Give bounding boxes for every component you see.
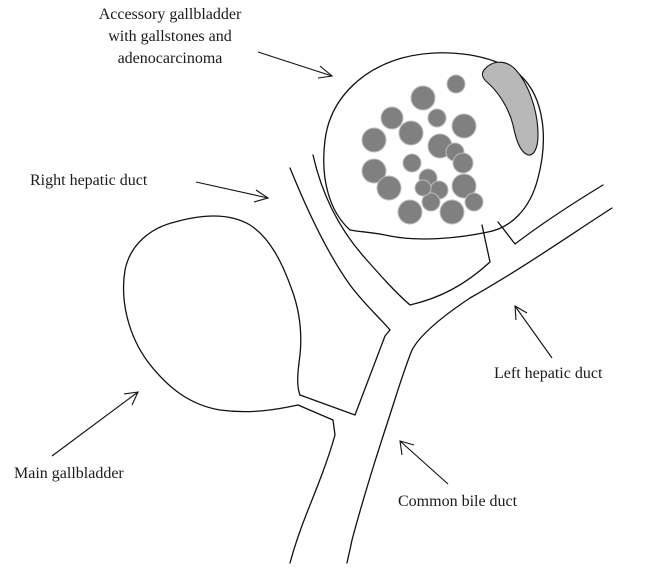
gallstone xyxy=(428,109,446,127)
right-hepatic-duct-arrow xyxy=(196,182,268,198)
gallstone xyxy=(381,107,403,129)
accessory-gallbladder-label-line-2: with gallstones and xyxy=(60,26,280,48)
main-gallbladder-label: Main gallbladder xyxy=(14,463,124,485)
gallstone xyxy=(465,193,483,211)
right-hepatic-duct-label: Right hepatic duct xyxy=(30,170,147,192)
accessory-gallbladder-label-line-3: adenocarcinoma xyxy=(60,48,280,70)
common-bile-duct-arrow xyxy=(400,441,448,484)
common-bile-duct-left-wall xyxy=(300,330,390,415)
gallstone xyxy=(411,86,435,110)
gallstone xyxy=(453,153,473,173)
arrows-group xyxy=(52,52,552,484)
gallstone xyxy=(377,176,401,200)
left-hepatic-duct-label: Left hepatic duct xyxy=(494,363,602,385)
main-cystic-duct-lower-wall xyxy=(290,405,335,563)
gallstone xyxy=(440,200,464,224)
left-hepatic-duct-lower-wall xyxy=(412,208,612,350)
accessory-gallbladder-label: Accessory gallbladder with gallstones an… xyxy=(60,4,280,70)
gallstone xyxy=(362,128,386,152)
left-hepatic-duct-arrow xyxy=(515,306,552,358)
accessory-duct-right-wall xyxy=(498,185,603,244)
right-hepatic-duct-outer-wall xyxy=(290,168,390,330)
gallstone xyxy=(399,121,423,145)
gallstones-group xyxy=(362,75,483,224)
common-bile-duct-right-wall xyxy=(347,350,412,563)
main-gallbladder-arrow xyxy=(52,392,138,456)
common-bile-duct-label: Common bile duct xyxy=(398,491,517,513)
adenocarcinoma-mass xyxy=(482,62,538,155)
gallstone xyxy=(452,114,476,138)
main-gallbladder-outline xyxy=(124,216,301,412)
gallstone xyxy=(398,200,422,224)
accessory-gallbladder-label-line-1: Accessory gallbladder xyxy=(60,4,280,26)
gallstone xyxy=(403,154,421,172)
gallstone xyxy=(415,180,431,196)
gallstone xyxy=(447,75,465,93)
